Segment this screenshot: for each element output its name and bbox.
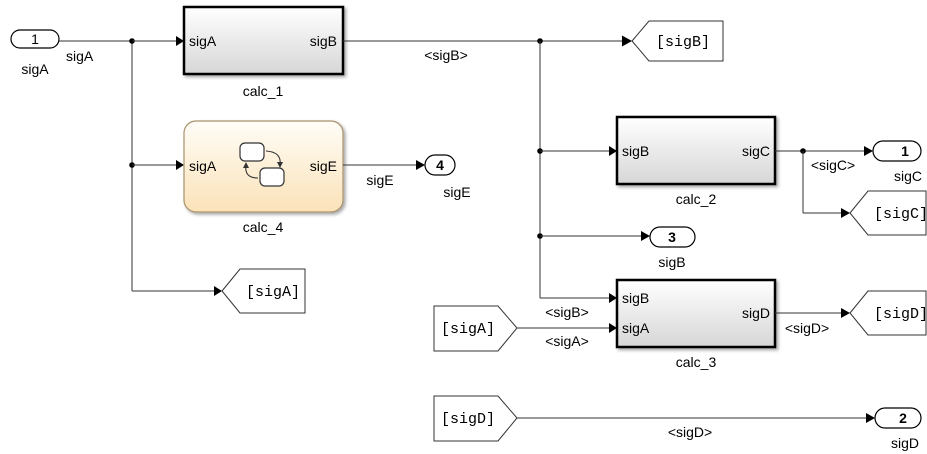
block-output-label: sigE: [310, 158, 337, 174]
outport-sigC[interactable]: 1 sigC: [872, 140, 922, 184]
signal-label: sigE: [366, 172, 393, 188]
block-input-label: sigA: [189, 158, 217, 174]
arrow-head: [641, 231, 650, 241]
signal-label: <sigB>: [424, 47, 468, 63]
goto-label: [sigB]: [656, 34, 710, 51]
block-calc_4[interactable]: sigA sigE calc_4: [183, 120, 344, 235]
arrow-head: [176, 36, 184, 46]
signal-sigD-bottom[interactable]: <sigD>: [517, 413, 875, 440]
outport-name: sigE: [443, 184, 470, 200]
outport-number: 1: [901, 143, 909, 159]
block-calc_2[interactable]: sigB sigC calc_2: [615, 115, 777, 207]
arrow-head: [622, 35, 632, 47]
block-name: calc_3: [676, 354, 717, 370]
outport-number: 4: [436, 157, 444, 173]
signal-sigA[interactable]: sigA: [59, 36, 222, 296]
from-label: [sigA]: [441, 321, 495, 338]
arrow-head: [609, 146, 617, 156]
inport-name: sigA: [21, 61, 49, 77]
signal-sigE[interactable]: sigE: [343, 160, 425, 188]
goto-label: [sigC]: [874, 206, 927, 223]
block-output-label: sigB: [310, 33, 337, 49]
outport-number: 3: [668, 229, 676, 245]
block-name: calc_1: [243, 83, 284, 99]
arrow-head: [416, 160, 425, 170]
outport-sigE[interactable]: 4 sigE: [424, 154, 471, 200]
stateflow-chart-icon: [239, 142, 285, 187]
block-name: calc_4: [243, 219, 284, 235]
outport-name: sigC: [894, 168, 922, 184]
from-label: [sigD]: [441, 411, 495, 428]
signal-label: <sigD>: [668, 424, 712, 440]
arrow-head: [866, 413, 875, 423]
outport-name: sigD: [891, 435, 919, 451]
signal-label: <sigC>: [811, 157, 855, 173]
outport-name: sigB: [658, 254, 685, 270]
signal-label: <sigA>: [545, 333, 589, 349]
block-output-label: sigC: [742, 143, 770, 159]
arrow-head: [214, 286, 222, 296]
block-output-label: sigD: [742, 305, 770, 321]
outport-sigB[interactable]: 3 sigB: [649, 226, 696, 270]
block-input-label: sigB: [622, 290, 649, 306]
block-input-label: sigA: [622, 320, 650, 336]
inport-number: 1: [31, 31, 39, 47]
goto-label: [sigA]: [246, 284, 300, 301]
signal-label: <sigD>: [785, 320, 829, 336]
block-calc_3[interactable]: sigB sigA sigD calc_3: [615, 278, 777, 370]
arrow-head: [609, 323, 617, 333]
from-tag-sigD[interactable]: [sigD]: [433, 395, 518, 442]
signal-label: sigA: [66, 48, 94, 64]
outport-sigD[interactable]: 2 sigD: [874, 407, 922, 451]
arrow-head: [864, 146, 873, 156]
signal-sigA-to-calc3[interactable]: <sigA>: [517, 323, 617, 349]
goto-tag-sigD[interactable]: [sigD]: [849, 290, 927, 336]
block-input-label: sigA: [189, 33, 217, 49]
arrow-head: [841, 208, 850, 218]
goto-label: [sigD]: [874, 306, 927, 323]
signal-sigB[interactable]: <sigB>: [343, 35, 650, 304]
from-tag-sigA[interactable]: [sigA]: [433, 305, 518, 352]
signal-label-sigB-to-calc3: <sigB>: [545, 304, 589, 320]
arrow-head: [841, 308, 850, 318]
goto-tag-sigA[interactable]: [sigA]: [221, 268, 306, 314]
block-name: calc_2: [676, 191, 717, 207]
block-input-label: sigB: [622, 143, 649, 159]
signal-sigC[interactable]: <sigC>: [775, 146, 873, 218]
block-calc_1[interactable]: sigA sigB calc_1: [182, 5, 345, 99]
arrow-head: [609, 293, 617, 303]
signal-sigD-from-calc3[interactable]: <sigD>: [775, 308, 850, 336]
goto-tag-sigC[interactable]: [sigC]: [849, 190, 927, 236]
inport-sigA[interactable]: 1 sigA: [10, 29, 60, 77]
outport-number: 2: [899, 410, 907, 426]
arrow-head: [176, 160, 184, 170]
goto-tag-sigB[interactable]: [sigB]: [631, 20, 724, 62]
